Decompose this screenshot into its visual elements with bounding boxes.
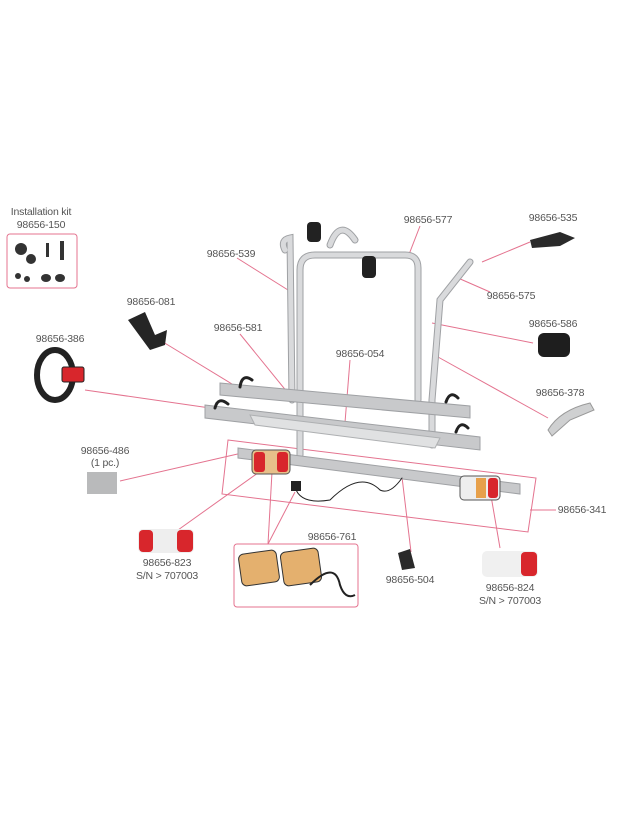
installation-kit-part-number: 98656-150 (16, 219, 66, 231)
label-98656-386: 98656-386 (35, 333, 85, 345)
label-98656-824-note: S/N > 707003 (478, 595, 542, 607)
part-535-bracket (530, 232, 575, 248)
part-586-spacer (538, 333, 570, 357)
label-98656-581: 98656-581 (213, 322, 263, 334)
label-98656-535: 98656-535 (528, 212, 578, 224)
label-98656-823: 98656-823 (142, 557, 192, 569)
part-081-holder (128, 312, 167, 350)
leader-lines (6, 225, 556, 608)
label-98656-761: 98656-761 (307, 531, 357, 543)
installation-kit-parts (15, 241, 65, 282)
part-824-light (482, 551, 538, 577)
part-504-bracket (398, 549, 415, 570)
part-486-plate (87, 472, 117, 494)
label-98656-054: 98656-054 (335, 348, 385, 360)
label-98656-575: 98656-575 (486, 290, 536, 302)
part-378-clamp (547, 402, 595, 437)
label-98656-486: 98656-486 (80, 445, 130, 457)
label-98656-577: 98656-577 (403, 214, 453, 226)
label-98656-586: 98656-586 (528, 318, 578, 330)
label-98656-504: 98656-504 (385, 574, 435, 586)
bike-rack (204, 222, 521, 502)
label-98656-539: 98656-539 (206, 248, 256, 260)
label-98656-341: 98656-341 (557, 504, 607, 516)
label-98656-486-note: (1 pc.) (90, 457, 120, 469)
part-823-light (138, 529, 194, 553)
label-98656-081: 98656-081 (126, 296, 176, 308)
label-98656-378: 98656-378 (535, 387, 585, 399)
part-761-light-set (238, 547, 356, 598)
label-98656-824: 98656-824 (485, 582, 535, 594)
part-386-strap (34, 347, 85, 403)
installation-kit-title: Installation kit (10, 206, 72, 218)
label-98656-823-note: S/N > 707003 (135, 570, 199, 582)
